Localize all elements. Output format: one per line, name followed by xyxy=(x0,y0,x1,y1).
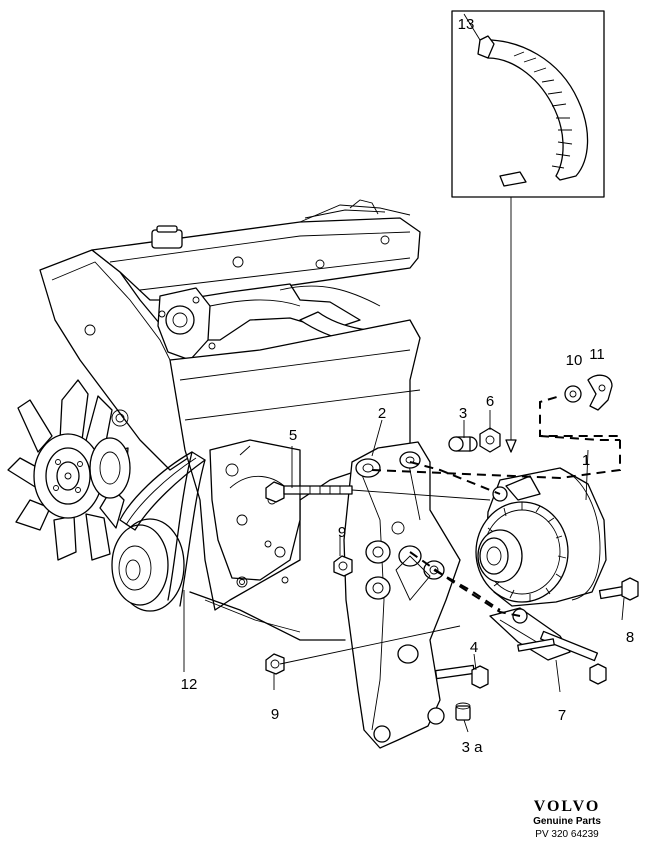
alternator-bracket xyxy=(343,441,461,749)
spacer xyxy=(448,436,478,452)
genuine-parts-label: Genuine Parts xyxy=(533,816,601,827)
inset-frame xyxy=(451,10,605,198)
clip xyxy=(587,374,613,411)
drive-belt xyxy=(119,451,206,607)
callout-12: 12 xyxy=(181,676,198,693)
oil-filler-cap xyxy=(151,229,183,249)
pivot-bolt xyxy=(598,577,639,601)
callout-6: 6 xyxy=(486,393,494,410)
callout-3a: 3 a xyxy=(462,739,484,756)
callout-9-upper: 9 xyxy=(338,524,346,541)
callout-1: 1 xyxy=(582,452,590,469)
callout-11: 11 xyxy=(589,346,605,363)
bushing xyxy=(564,385,582,403)
reference-number: PV 320 64239 xyxy=(535,829,599,840)
callout-2: 2 xyxy=(378,405,386,422)
nut-upper xyxy=(333,555,353,577)
thermostat-housing xyxy=(157,287,211,361)
assembly-dashes xyxy=(371,395,621,617)
nut-lower xyxy=(265,653,285,675)
callout-8: 8 xyxy=(626,629,634,646)
callout-9-lower: 9 xyxy=(271,706,279,723)
heat-shield xyxy=(477,35,589,187)
callout-13: 13 xyxy=(458,16,475,33)
volvo-logo: VOLVO xyxy=(533,798,601,815)
engine-block xyxy=(39,199,421,641)
crankshaft-pulley xyxy=(111,518,185,612)
callout-7: 7 xyxy=(558,707,566,724)
flange-nut xyxy=(479,427,501,453)
callout-3: 3 xyxy=(459,405,467,422)
callout-5: 5 xyxy=(289,427,297,444)
leader-lines xyxy=(183,13,625,733)
callout-4: 4 xyxy=(470,639,478,656)
callout-10: 10 xyxy=(566,352,583,369)
fan-pulley xyxy=(89,437,131,499)
adjusting-bolt xyxy=(434,664,489,689)
adjustment-link xyxy=(489,607,607,685)
alternator xyxy=(475,467,607,624)
spacer-small xyxy=(455,702,471,721)
brand-block: VOLVO Genuine Parts PV 320 64239 xyxy=(512,798,622,841)
water-pump-housing xyxy=(209,439,301,581)
